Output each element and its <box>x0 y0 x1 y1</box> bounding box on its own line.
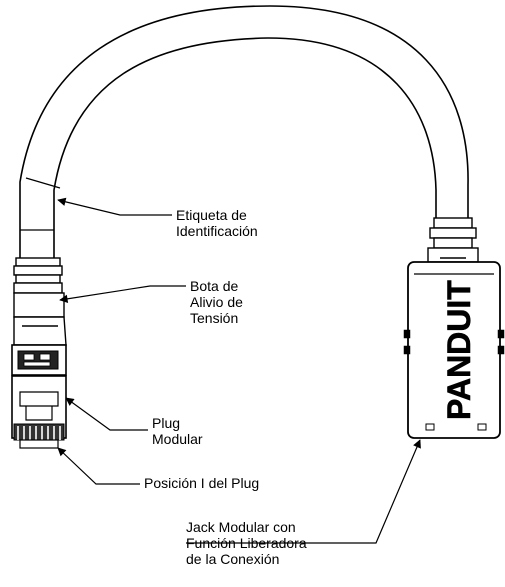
label-posicion: Posición I del Plug <box>144 475 259 491</box>
label-etiqueta: Etiqueta de Identificación <box>176 207 258 239</box>
modular-plug <box>11 344 67 449</box>
leader-bota <box>59 285 186 303</box>
panduit-logo: PANDUIT <box>441 280 477 420</box>
label-jack-line-1: Jack Modular con <box>186 519 296 535</box>
label-bota-line-1: Bota de <box>190 278 239 294</box>
leader-jack <box>186 439 421 544</box>
label-bota-line-2: Alivio de <box>190 294 243 310</box>
identification-label <box>20 177 61 231</box>
leader-lines <box>57 197 421 544</box>
label-etiqueta-line-1: Etiqueta de <box>176 207 247 223</box>
label-jack: Jack Modular con Función Liberadora de l… <box>186 519 307 567</box>
label-plug-line-1: Plug <box>152 415 181 431</box>
label-plug: Plug Modular <box>152 415 203 447</box>
label-posicion-line-1: Posición I del Plug <box>144 475 260 491</box>
leader-etiqueta <box>57 197 172 216</box>
modular-jack <box>403 261 505 439</box>
label-jack-line-3: de la Conexión <box>186 551 280 567</box>
leader-plug <box>65 397 148 431</box>
strain-relief-boot <box>13 257 67 346</box>
label-bota: Bota de Alivio de Tensión <box>190 278 243 326</box>
label-jack-line-2: Función Liberadora <box>186 535 307 551</box>
jack-boot <box>427 217 479 263</box>
label-bota-line-3: Tensión <box>190 310 239 326</box>
label-etiqueta-line-2: Identificación <box>176 223 258 239</box>
cable <box>19 5 469 262</box>
label-plug-line-2: Modular <box>152 431 203 447</box>
leader-posicion <box>57 447 140 485</box>
